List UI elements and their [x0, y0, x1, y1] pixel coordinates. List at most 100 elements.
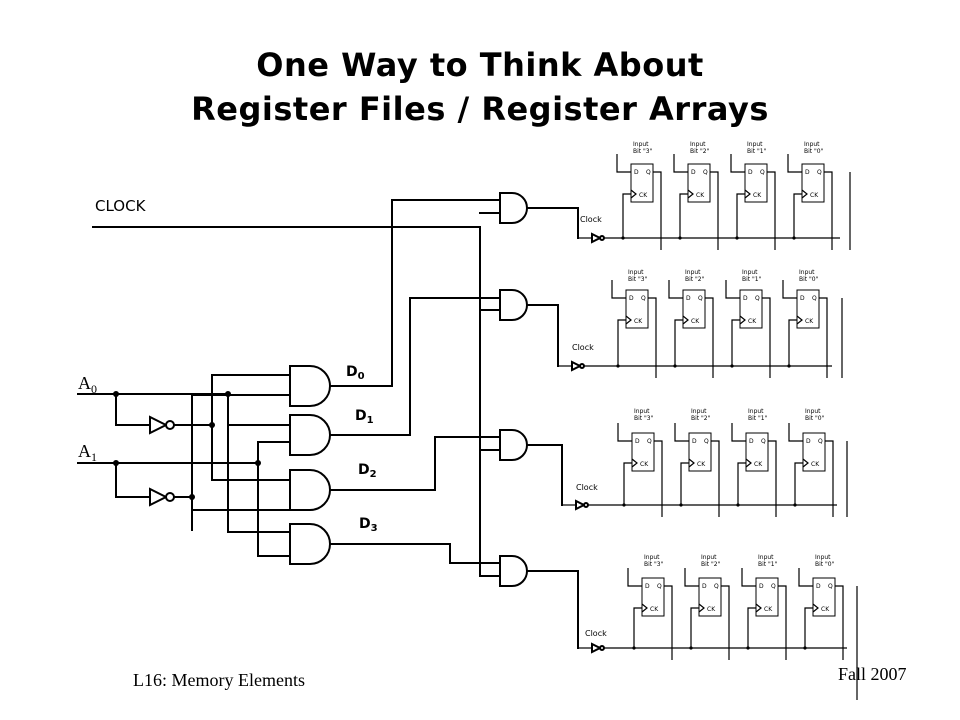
bit-input-label: Bit "2" [691, 415, 711, 422]
register-clock-label: Clock [580, 215, 602, 224]
ff-q-label: Q [646, 169, 651, 176]
bit-input-label: Bit "2" [701, 561, 721, 568]
bit-input-label: Input [634, 408, 650, 415]
bit-input-label: Input [633, 141, 649, 148]
bit-input-label: Input [628, 269, 644, 276]
d2-wire [329, 436, 501, 491]
ff-ck-label: CK [707, 606, 716, 613]
gated-clock-2 [526, 444, 563, 506]
ff-ck-label: CK [650, 606, 659, 613]
clock-and-gate-1 [499, 289, 528, 321]
ff-q-label: Q [698, 295, 703, 302]
clock-and-gate-0 [499, 192, 528, 224]
footer-course: L16: Memory Elements [133, 670, 305, 690]
bit-input-label: Bit "2" [690, 148, 710, 155]
address-label-a1: A1 [78, 441, 97, 464]
flip-flop [739, 289, 763, 329]
address-label-a0: A0 [78, 373, 97, 396]
ff-q-label: Q [761, 438, 766, 445]
clock-inverter [571, 360, 583, 372]
ff-d-label: D [691, 169, 696, 176]
bit-input-label: Input [804, 141, 820, 148]
clock-and-gate-2 [499, 429, 528, 461]
clock-inverter [591, 642, 603, 654]
ff-ck-label: CK [697, 461, 706, 468]
flip-flop [745, 432, 769, 472]
bit-input-label: Input [701, 554, 717, 561]
bit-input-label: Bit "0" [815, 561, 835, 568]
bit-input-label: Bit "0" [804, 148, 824, 155]
ff-q-label: Q [771, 583, 776, 590]
clock-bus [334, 226, 501, 577]
bit-input-label: Input [805, 408, 821, 415]
slide-title-line1: One Way to Think About [256, 46, 704, 84]
ff-d-label: D [635, 438, 640, 445]
bit-input-label: Input [758, 554, 774, 561]
ff-d-label: D [759, 583, 764, 590]
ff-ck-label: CK [811, 461, 820, 468]
flip-flop [641, 577, 665, 617]
ff-d-label: D [629, 295, 634, 302]
ff-ck-label: CK [810, 192, 819, 199]
ff-d-label: D [686, 295, 691, 302]
ff-q-label: Q [657, 583, 662, 590]
ff-ck-label: CK [805, 318, 814, 325]
d-label-1: D1 [355, 408, 374, 426]
d-label-3: D3 [359, 516, 378, 534]
d1-wire [329, 297, 501, 436]
bit-input-label: Bit "3" [644, 561, 664, 568]
ff-d-label: D [749, 438, 754, 445]
ff-q-label: Q [704, 438, 709, 445]
clock-label: CLOCK [95, 197, 147, 215]
bit-input-label: Bit "3" [634, 415, 654, 422]
footer-term: Fall 2007 [838, 664, 907, 684]
bit-input-label: Input [799, 269, 815, 276]
bit-input-label: Bit "3" [628, 276, 648, 283]
register-clock-label: Clock [576, 483, 598, 492]
flip-flop [630, 163, 654, 203]
ff-ck-label: CK [696, 192, 705, 199]
d-label-2: D2 [358, 462, 377, 480]
ff-ck-label: CK [821, 606, 830, 613]
ff-d-label: D [806, 438, 811, 445]
slide-title-line2: Register Files / Register Arrays [191, 90, 769, 128]
bit-input-label: Bit "1" [758, 561, 778, 568]
gated-clock-0 [526, 207, 579, 239]
decoder-and-gate-1 [289, 414, 331, 456]
d0-wire [329, 199, 501, 387]
flip-flop [631, 432, 655, 472]
bit-input-label: Input [815, 554, 831, 561]
ff-q-label: Q [647, 438, 652, 445]
ff-d-label: D [702, 583, 707, 590]
flip-flop [755, 577, 779, 617]
bit-input-label: Input [747, 141, 763, 148]
bit-input-label: Input [691, 408, 707, 415]
ff-ck-label: CK [754, 461, 763, 468]
gated-clock-3 [526, 570, 579, 649]
d3-wire [329, 543, 501, 564]
flip-flop [796, 289, 820, 329]
bit-input-label: Bit "1" [748, 415, 768, 422]
ff-ck-label: CK [640, 461, 649, 468]
bit-input-label: Bit "1" [742, 276, 762, 283]
ff-q-label: Q [641, 295, 646, 302]
ff-q-label: Q [714, 583, 719, 590]
bit-input-label: Bit "1" [747, 148, 767, 155]
bit-input-label: Bit "0" [805, 415, 825, 422]
clock-and-gate-3 [499, 555, 528, 587]
ff-q-label: Q [812, 295, 817, 302]
clock-inverter [575, 499, 587, 511]
bit-input-label: Input [748, 408, 764, 415]
ff-d-label: D [692, 438, 697, 445]
bit-input-label: Input [742, 269, 758, 276]
ff-d-label: D [748, 169, 753, 176]
register-clock-label: Clock [585, 629, 607, 638]
a1-wiring [77, 394, 291, 557]
gated-clock-1 [526, 304, 559, 367]
flip-flop [801, 163, 825, 203]
d-label-0: D0 [346, 364, 365, 382]
